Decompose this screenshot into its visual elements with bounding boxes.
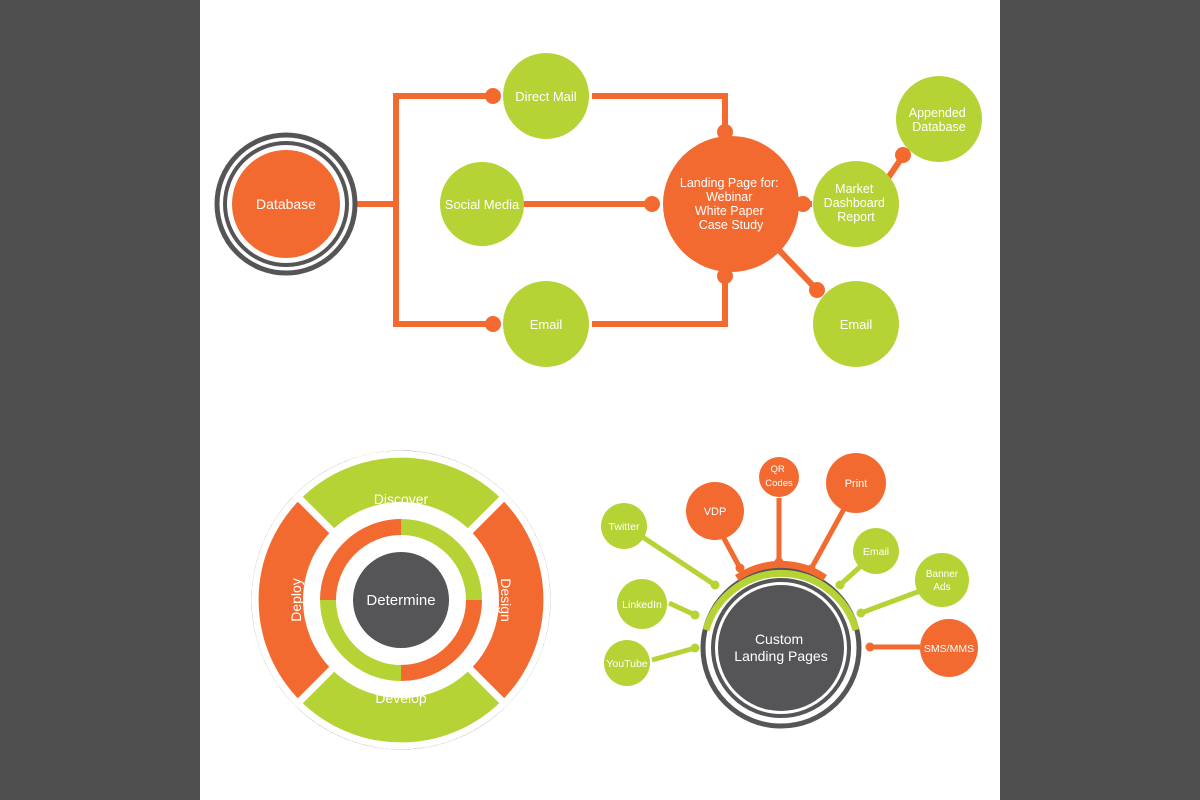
segment-discover-label: Discover (374, 491, 429, 507)
channel-vdp-label: VDP (704, 506, 727, 518)
email-output-label: Email (840, 317, 873, 332)
market-report-label: Market Dashboard Report (824, 182, 889, 224)
channel-qr-codes-line-2: Codes (765, 478, 793, 489)
channel-qr-codes-line: QR (771, 464, 785, 475)
channel-qr-codes-label: QR Codes (765, 464, 793, 489)
channel-vdp: VDP (686, 482, 744, 540)
channel-sms-mms: SMS/MMS (920, 619, 978, 677)
direct-mail-label: Direct Mail (515, 89, 577, 104)
email-output-node: Email (813, 281, 899, 367)
hub-diagram: Custom Landing Pages Twitter VDP QR Code… (601, 453, 978, 729)
landing-page-line-2: Webinar (706, 190, 752, 204)
landing-page-line-1: Landing Page for: (680, 176, 779, 190)
hub-center-line-2: Landing Pages (734, 648, 827, 664)
appended-database-label: Appended Database (909, 106, 970, 134)
landing-page-node: Landing Page for: Webinar White Paper Ca… (663, 136, 799, 272)
segment-design-label: Design (498, 578, 514, 622)
diagram-canvas: Database Direct Mail Social Media Email … (200, 0, 1000, 800)
landing-page-label: Landing Page for: Webinar White Paper Ca… (680, 176, 782, 232)
direct-mail-node: Direct Mail (503, 53, 589, 139)
hub-green-arc (702, 569, 860, 631)
flow-connector-dots (485, 88, 911, 332)
social-media-node: Social Media (440, 162, 524, 246)
channel-youtube-label: YouTube (606, 658, 647, 670)
appended-database-node: Appended Database (896, 76, 982, 162)
hub-orange-arc (735, 560, 827, 581)
appended-database-line-1: Appended (909, 106, 966, 120)
marketing-flow-diagram: Database Direct Mail Social Media Email … (214, 53, 982, 367)
email-input-node: Email (503, 281, 589, 367)
database-label: Database (256, 196, 316, 212)
segment-deploy-label: Deploy (288, 578, 304, 622)
cycle-center (353, 552, 449, 648)
channel-twitter: Twitter (601, 503, 647, 549)
hub-inner-ring (711, 578, 851, 718)
channel-qr-codes: QR Codes (759, 457, 799, 497)
hub-center-label: Custom Landing Pages (734, 631, 827, 664)
channel-twitter-label: Twitter (609, 521, 640, 533)
cycle-center-label: Determine (366, 592, 435, 609)
hub-center-line-1: Custom (755, 631, 803, 647)
hub-spoke-dots (690, 557, 875, 653)
channel-linkedin-label: LinkedIn (622, 599, 662, 611)
channel-youtube: YouTube (604, 640, 650, 686)
email-input-label: Email (530, 317, 563, 332)
channel-print: Print (826, 453, 886, 513)
market-report-line-3: Report (837, 210, 875, 224)
diagram-svg: Database Direct Mail Social Media Email … (214, 53, 982, 750)
appended-database-line-2: Database (912, 120, 966, 134)
channel-email-label: Email (863, 546, 889, 558)
market-report-line-1: Market (835, 182, 874, 196)
market-report-line-2: Dashboard (824, 196, 885, 210)
cycle-inner-arcs (320, 519, 482, 681)
channel-sms-mms-label: SMS/MMS (924, 643, 974, 655)
market-report-node: Market Dashboard Report (813, 161, 899, 247)
landing-page-line-4: Case Study (699, 218, 764, 232)
channel-email: Email (853, 528, 899, 574)
cycle-diagram: Determine Discover Design Develop Deploy (251, 450, 551, 750)
hub-center (718, 585, 844, 711)
segment-develop-label: Develop (375, 690, 427, 706)
channel-banner-ads-line-1: Banner (926, 569, 959, 580)
channel-print-label: Print (845, 478, 868, 490)
channel-banner-ads-line-2: Ads (933, 582, 950, 593)
hub-spokes (624, 496, 929, 663)
channel-linkedin: LinkedIn (617, 579, 667, 629)
database-node: Database (214, 132, 358, 276)
landing-page-line-3: White Paper (695, 204, 764, 218)
social-media-label: Social Media (445, 197, 520, 212)
